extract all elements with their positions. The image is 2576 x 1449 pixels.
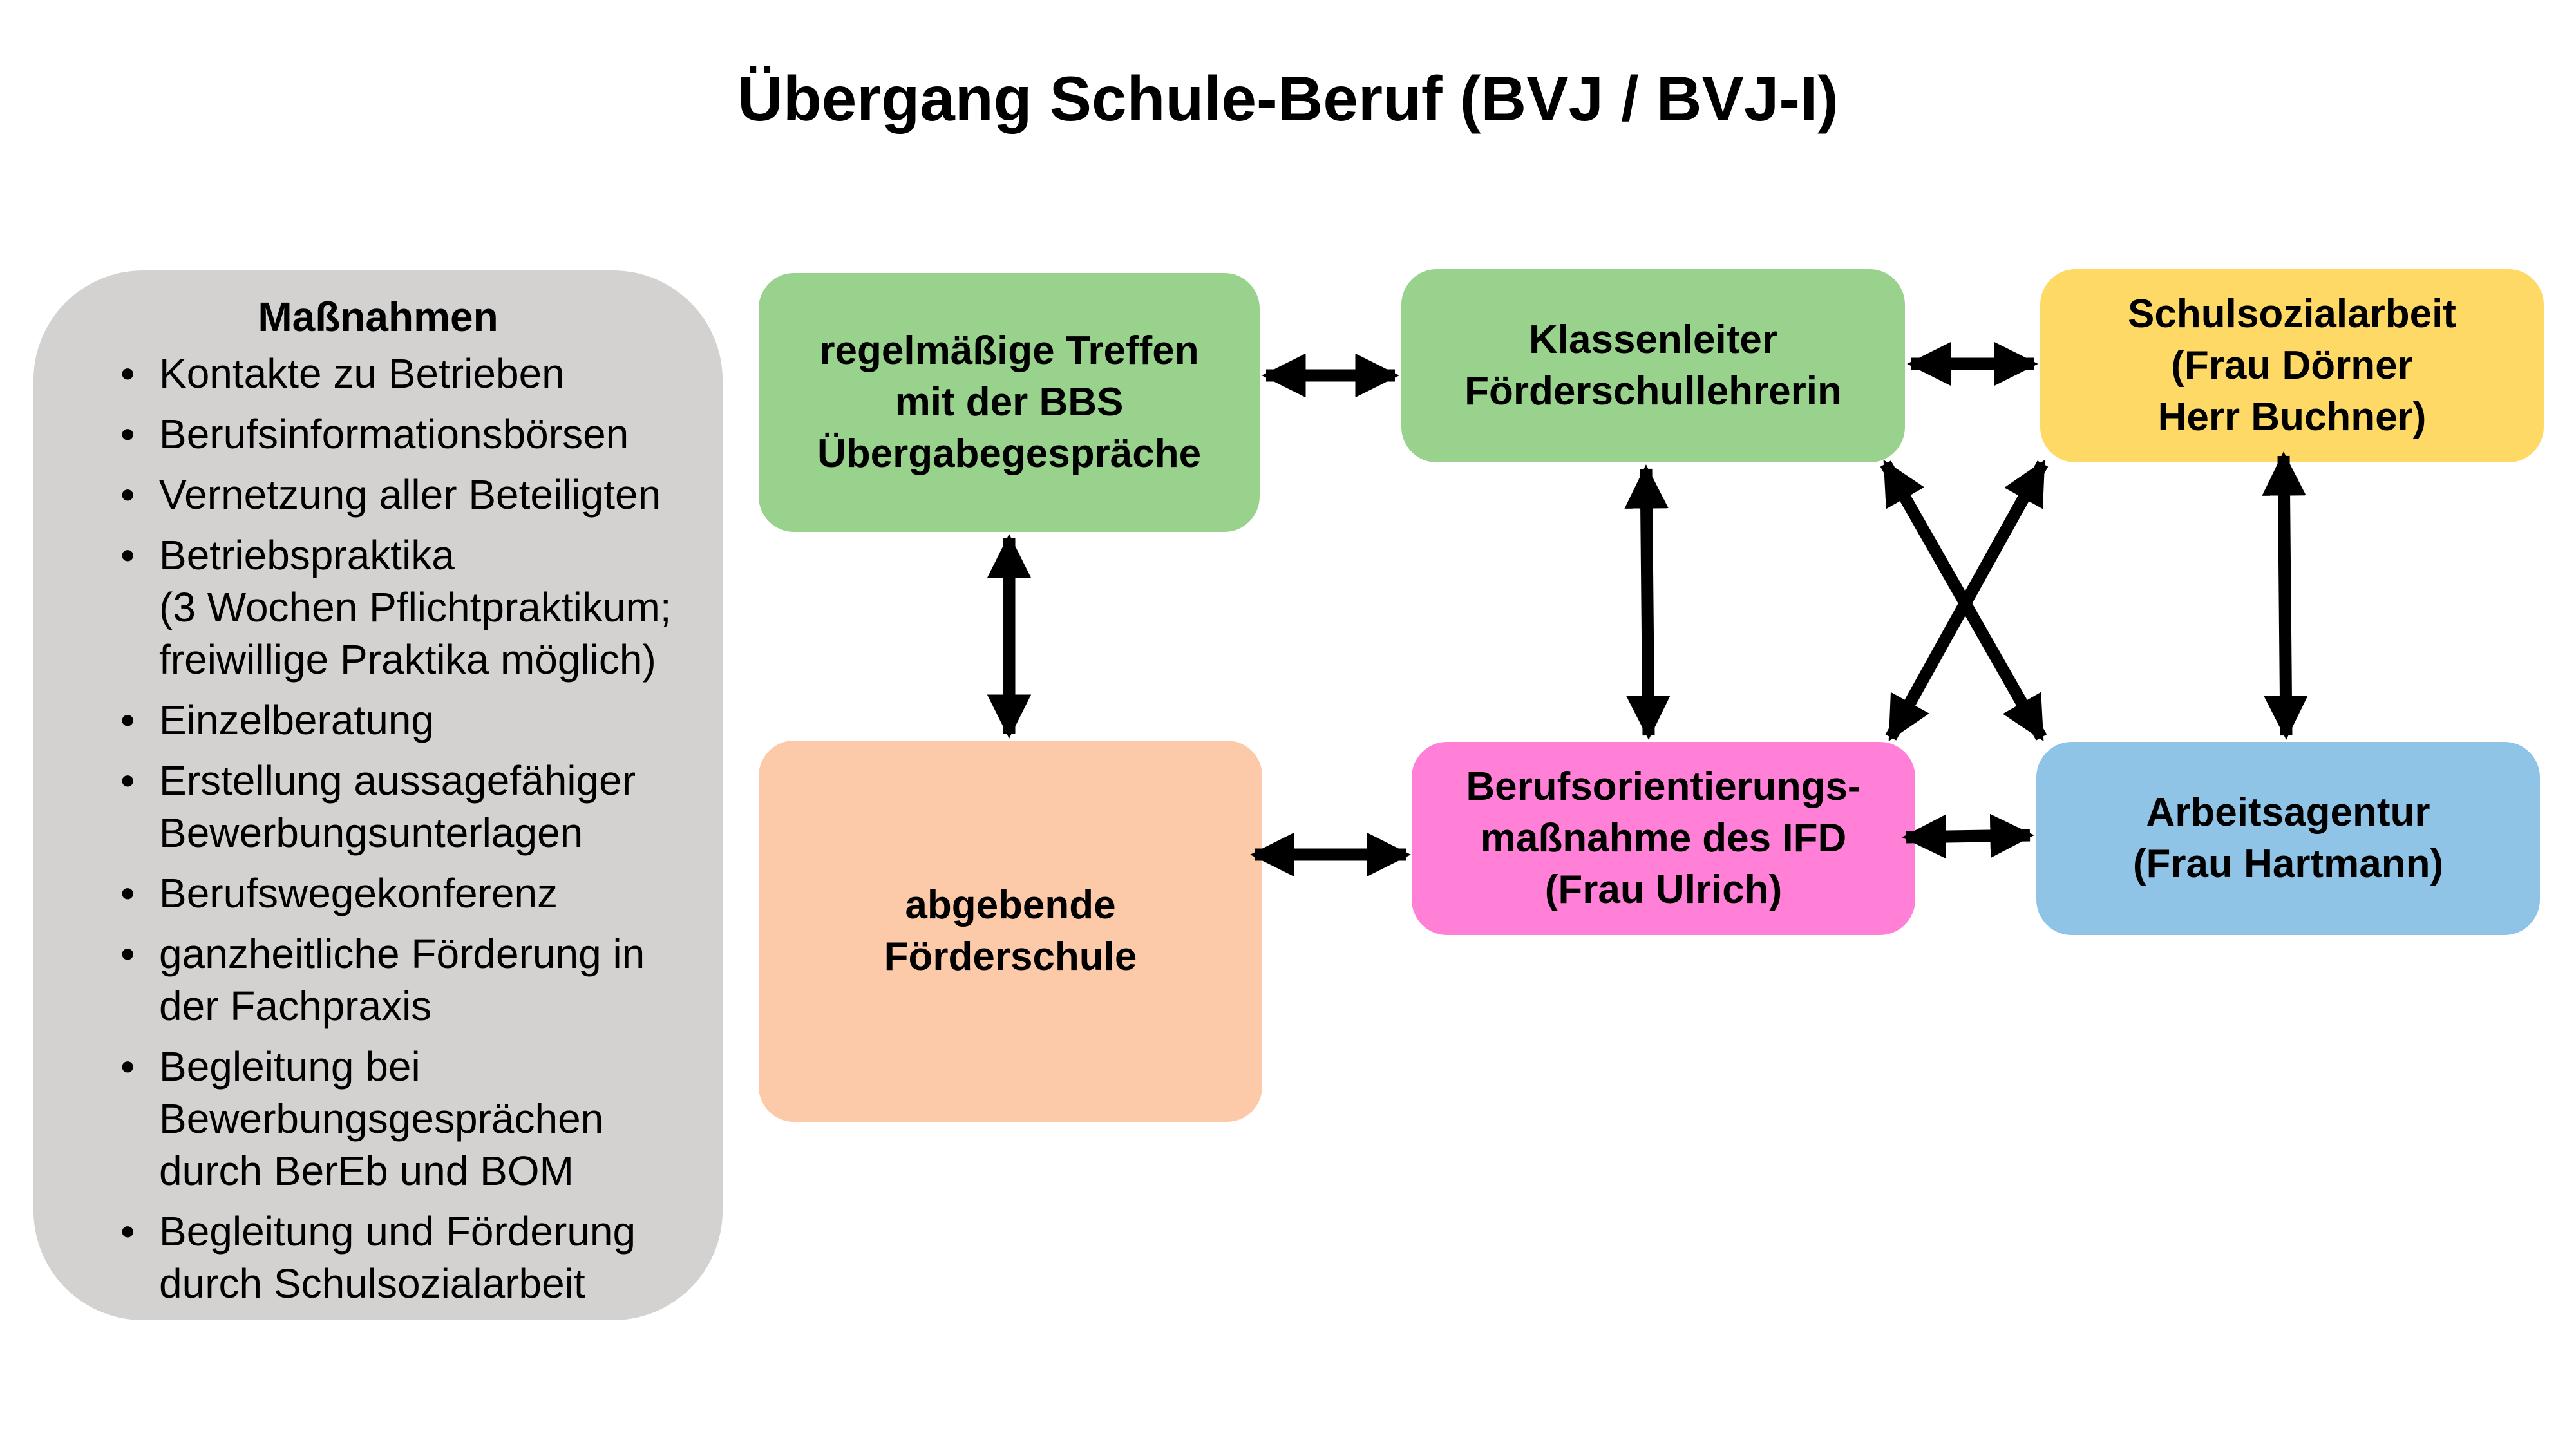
bullet-icon: • — [120, 870, 135, 916]
bullet-icon: • — [120, 411, 135, 457]
node-regular-meetings: regelmäßige Treffen mit der BBS Übergabe… — [759, 273, 1260, 532]
measure-text: Erstellung aussagefähiger Bewerbungsunte… — [159, 757, 636, 856]
bullet-icon: • — [120, 471, 135, 518]
measures-panel: Maßnahmen • Kontakte zu Betrieben • Berufs… — [33, 270, 723, 1320]
measure-item: • Berufswegekonferenz — [85, 867, 697, 920]
measure-item: • Einzelberatung — [85, 694, 697, 746]
measure-item: • ganzheitliche Förderung in der Fachprax… — [85, 928, 697, 1032]
measure-text: Kontakte zu Betrieben — [159, 350, 565, 397]
measure-item: • Begleitung und Förderung durch Schulsoz… — [85, 1206, 697, 1310]
measure-item: • Erstellung aussagefähiger Bewerbungsunt… — [85, 755, 697, 859]
measure-text: Berufsinformationsbörsen — [159, 411, 629, 457]
measure-item: • Begleitung bei Bewerbungsgesprächen dur… — [85, 1041, 697, 1197]
measure-item: • Kontakte zu Betrieben — [85, 348, 697, 400]
measure-text: Vernetzung aller Beteiligten — [159, 471, 661, 518]
bullet-icon: • — [120, 1043, 135, 1090]
node-ifd-orientation: Berufsorientierungs- maßnahme des IFD (F… — [1412, 742, 1915, 935]
measure-text: Berufswegekonferenz — [159, 870, 558, 916]
bullet-icon: • — [120, 757, 135, 804]
bullet-icon: • — [120, 1208, 135, 1255]
node-employment-agency: Arbeitsagentur (Frau Hartmann) — [2036, 742, 2540, 935]
bullet-icon: • — [120, 697, 135, 743]
measure-text: Betriebspraktika (3 Wochen Pflichtprakti… — [159, 532, 672, 683]
measures-list: • Kontakte zu Betrieben • Berufsinformatio… — [85, 348, 697, 1310]
measure-item: • Betriebspraktika (3 Wochen Pflichtprakt… — [85, 529, 697, 686]
arrow-socialwork-ifd — [1885, 460, 2049, 741]
node-class-teacher: Klassenleiter Förderschullehrerin — [1401, 269, 1905, 462]
measure-text: Einzelberatung — [159, 697, 434, 743]
measures-heading: Maßnahmen — [258, 294, 498, 340]
bullet-icon: • — [120, 931, 135, 977]
node-sending-special-school: abgebende Förderschule — [759, 741, 1262, 1122]
arrow-socialwork-agency — [2262, 451, 2308, 740]
arrow-ifd-agency — [1902, 813, 2034, 859]
measure-text: Begleitung und Förderung durch Schulsozi… — [159, 1208, 636, 1307]
measure-text: Begleitung bei Bewerbungsgesprächen durc… — [159, 1043, 604, 1194]
measure-text: ganzheitliche Förderung in der Fachpraxi… — [159, 931, 645, 1029]
measure-item: • Berufsinformationsbörsen — [85, 408, 697, 460]
measure-item: • Vernetzung aller Beteiligten — [85, 469, 697, 521]
bullet-icon: • — [120, 532, 135, 578]
arrow-classteacher-ifd — [1624, 464, 1671, 740]
page-title: Übergang Schule-Beruf (BVJ / BVJ-I) — [737, 63, 1839, 134]
bullet-icon: • — [120, 350, 135, 397]
node-school-social-work: Schulsozialarbeit (Frau Dörner Herr Buch… — [2040, 269, 2544, 462]
